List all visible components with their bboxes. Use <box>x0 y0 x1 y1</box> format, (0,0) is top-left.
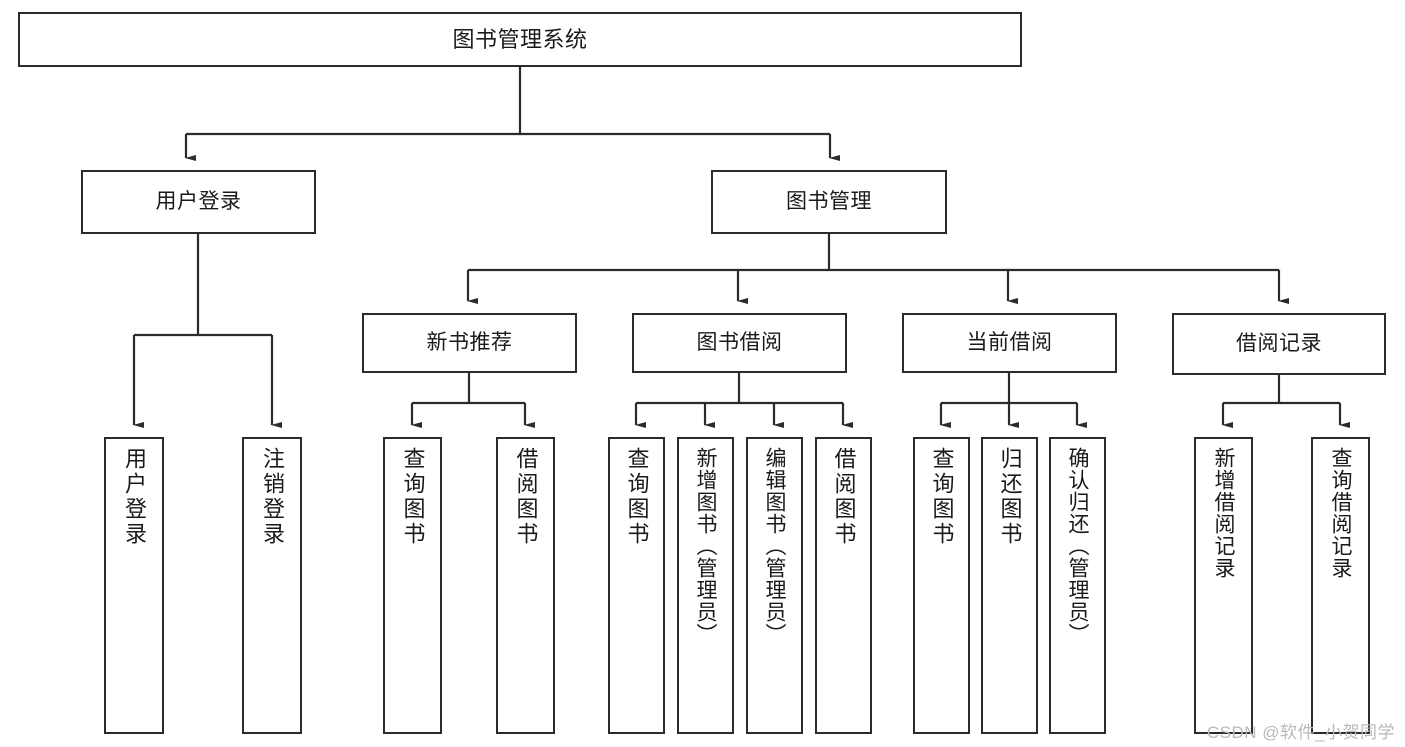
node-label: 借阅图书 <box>831 447 857 547</box>
node-label: 查询图书 <box>624 447 650 547</box>
node-new-book-recommend[interactable]: 新书推荐 <box>362 313 577 373</box>
node-label: 新增图书（管理员） <box>694 447 717 645</box>
node-label: 查询借阅记录 <box>1329 447 1352 579</box>
node-label: 图书管理系统 <box>452 26 588 52</box>
leaf-confirm-return-admin[interactable]: 确认归还（管理员） <box>1049 437 1106 734</box>
watermark-text: CSDN @软件_小贺同学 <box>1206 723 1395 742</box>
node-label: 借阅记录 <box>1236 331 1322 355</box>
node-label: 编辑图书（管理员） <box>763 447 786 645</box>
node-label: 用户登录 <box>122 447 147 547</box>
node-current-borrow[interactable]: 当前借阅 <box>902 313 1117 373</box>
leaf-add-book-admin[interactable]: 新增图书（管理员） <box>677 437 734 734</box>
node-label: 新书推荐 <box>426 330 513 354</box>
node-book-borrow[interactable]: 图书借阅 <box>632 313 847 373</box>
node-label: 查询图书 <box>929 447 955 547</box>
node-label: 新增借阅记录 <box>1212 447 1235 579</box>
node-label: 确认归还（管理员） <box>1066 447 1089 645</box>
leaf-borrow-book[interactable]: 借阅图书 <box>815 437 872 734</box>
leaf-user-logout[interactable]: 注销登录 <box>242 437 302 734</box>
leaf-query-borrow-record[interactable]: 查询借阅记录 <box>1311 437 1370 734</box>
leaf-query-book-recommend[interactable]: 查询图书 <box>383 437 442 734</box>
node-label: 用户登录 <box>155 189 242 213</box>
leaf-return-book[interactable]: 归还图书 <box>981 437 1038 734</box>
node-book-manage[interactable]: 图书管理 <box>711 170 947 234</box>
node-user-login[interactable]: 用户登录 <box>81 170 316 234</box>
node-label: 查询图书 <box>400 447 426 547</box>
node-root-system[interactable]: 图书管理系统 <box>18 12 1022 67</box>
leaf-add-borrow-record[interactable]: 新增借阅记录 <box>1194 437 1253 734</box>
leaf-query-book-borrow[interactable]: 查询图书 <box>608 437 665 734</box>
node-label: 图书借阅 <box>696 330 783 354</box>
leaf-user-login[interactable]: 用户登录 <box>104 437 164 734</box>
node-label: 注销登录 <box>260 447 285 547</box>
node-label: 借阅图书 <box>513 447 539 547</box>
node-label: 当前借阅 <box>966 330 1053 354</box>
node-label: 归还图书 <box>997 447 1023 547</box>
node-label: 图书管理 <box>786 189 872 213</box>
leaf-borrow-book-recommend[interactable]: 借阅图书 <box>496 437 555 734</box>
node-borrow-record[interactable]: 借阅记录 <box>1172 313 1386 375</box>
leaf-query-book-current[interactable]: 查询图书 <box>913 437 970 734</box>
leaf-edit-book-admin[interactable]: 编辑图书（管理员） <box>746 437 803 734</box>
